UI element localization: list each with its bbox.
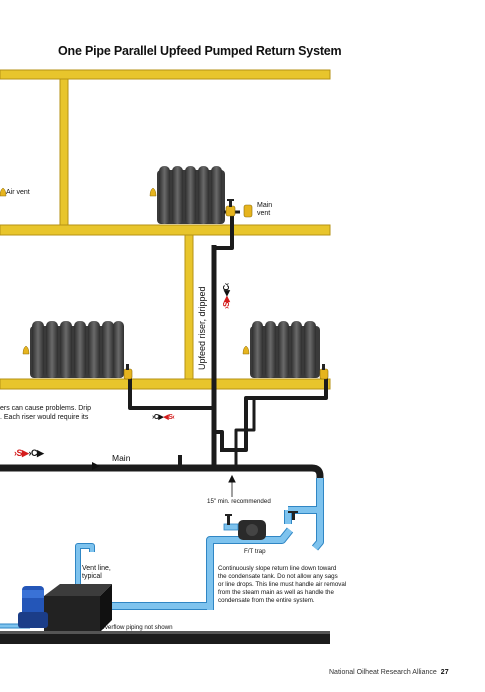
runout-right (222, 376, 328, 452)
return-note-line-1: Continuously slope return line down towa… (218, 565, 337, 572)
building-structure (0, 69, 331, 390)
return-note-line-2: the condensate tank. Do not allow any sa… (218, 573, 338, 580)
vent-line-label-2: typical (82, 573, 102, 580)
riser-flow-marker: ›S▶◀C‹ (222, 283, 231, 309)
floor-line (0, 634, 330, 644)
air-vent-icon (242, 345, 250, 355)
return-piping (0, 478, 324, 629)
main-label: Main (112, 453, 131, 463)
page-number: 27 (440, 669, 449, 676)
vent-line-label-1: Vent line, (82, 565, 111, 572)
ft-trap (223, 511, 298, 540)
column-lower (184, 234, 194, 380)
column-upper (59, 78, 69, 227)
return-note-line-3: or line drops. This line must handle air… (218, 581, 347, 588)
slope-indicator (228, 474, 236, 497)
return-note-line-5: condensate from the entire system. (218, 597, 315, 604)
overflow-label: Overflow piping not shown (100, 624, 173, 631)
radiator-lower-left (30, 321, 124, 378)
floor-beam-lower (0, 378, 331, 390)
radiator-valve (319, 368, 329, 380)
main-vent-valve (243, 204, 253, 218)
radiator-valve (225, 205, 236, 217)
main-vent-label-1: Main (257, 202, 273, 209)
air-vent-icon (149, 187, 157, 197)
slope-label: 15" min. recommended (207, 498, 271, 505)
riser-drip (214, 430, 224, 452)
air-vent-label: Air vent (6, 189, 30, 196)
runout-flow-marker: ›C▶◀S‹ (152, 414, 175, 421)
air-vent-icons (0, 187, 250, 355)
radiator-lower-right (250, 321, 320, 378)
valves (123, 204, 329, 380)
steam-piping (0, 210, 328, 480)
steam-main (0, 464, 324, 480)
return-note-line-4: from the steam main as well as handle th… (218, 589, 334, 596)
footer-org: National Oilheat Research Alliance (329, 669, 437, 676)
floor-beam-upper (0, 224, 331, 236)
main-flow-marker: ›S▶›C▶ (14, 448, 44, 458)
page-title: One Pipe Parallel Upfeed Pumped Return S… (58, 44, 342, 58)
left-note-line-2: . Each riser would require its (0, 414, 89, 421)
flow-arrow-icon (92, 462, 100, 470)
main-vent-label-2: vent (257, 210, 271, 217)
condensate-unit (18, 584, 112, 632)
ft-trap-label: F/T trap (244, 548, 266, 555)
air-vent-icon (22, 345, 30, 355)
left-note-line-1: ers can cause problems. Drip (0, 405, 92, 412)
ceiling-beam (0, 69, 331, 80)
air-vent-icon (0, 187, 7, 197)
radiator-upper (157, 166, 225, 224)
upfeed-riser-label: Upfeed riser, dripped (197, 286, 207, 370)
radiator-valve (123, 368, 133, 380)
